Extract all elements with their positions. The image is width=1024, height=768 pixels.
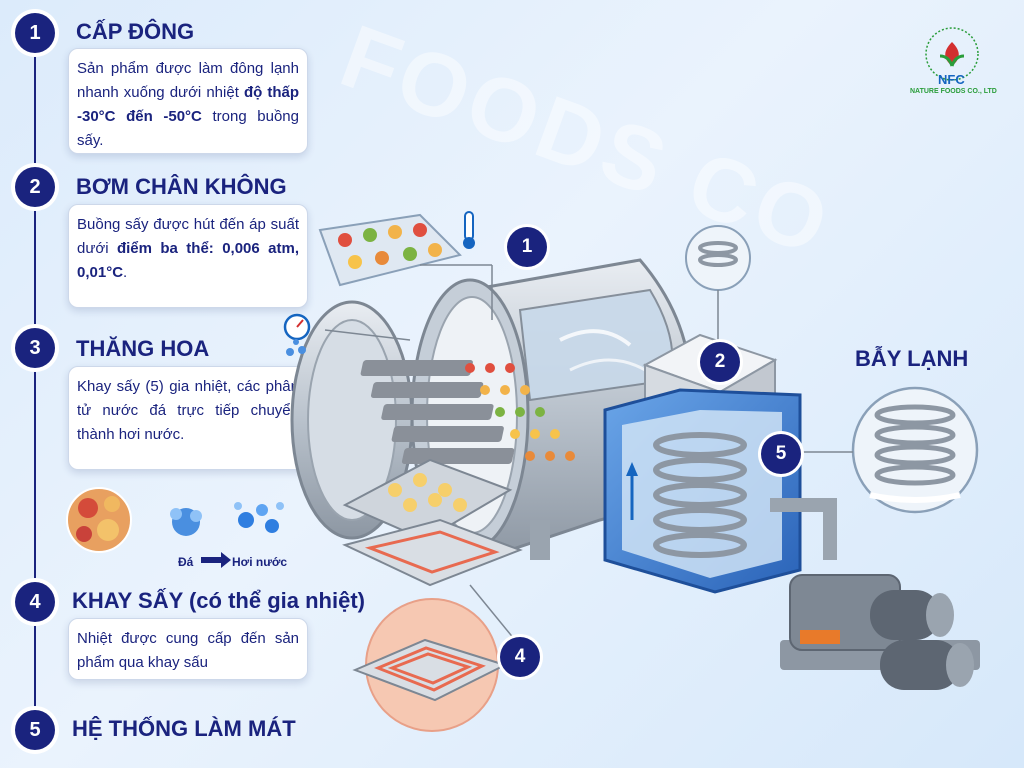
step-3-card: Khay sấy (5) gia nhiệt, các phân tử nước… (68, 366, 308, 470)
logo-name: NATURE FOODS CO., LTD (910, 88, 997, 95)
ice-label: Đá (178, 555, 194, 569)
heating-tray (342, 518, 523, 587)
step-4-text: Nhiệt được cung cấp đến sản phẩm qua kha… (77, 630, 299, 671)
step-2-title: BƠM CHÂN KHÔNG (76, 174, 287, 199)
vacuum-pipe (770, 498, 837, 560)
step-1-title: CẤP ĐÔNG (76, 19, 195, 44)
step-1-text-end: trong buồng sấy. (77, 108, 299, 149)
diagram-badge-4: 4 (500, 637, 540, 677)
step-2-highlight: điểm ba thể: 0,006 atm, 0,01°C (77, 240, 299, 281)
thermometer-icon (464, 211, 474, 241)
diagram-badge-1: 1 (507, 227, 547, 267)
step-1-badge: 1 (15, 13, 55, 53)
step-1-text: Sản phẩm được làm đông lạnh nhanh xuống … (77, 60, 299, 101)
step-2-text-end: . (123, 264, 128, 281)
step-4-badge: 4 (15, 582, 55, 622)
cold-trap-title: BẪY LẠNH (855, 346, 969, 371)
diagram-badge-5: 5 (761, 434, 801, 474)
step-4-number: 4 (29, 590, 41, 613)
pulled-tray (342, 458, 513, 542)
step-1-card: Sản phẩm được làm đông lạnh nhanh xuống … (68, 48, 308, 154)
step-3-badge: 3 (15, 328, 55, 368)
step-4-card: Nhiệt được cung cấp đến sản phẩm qua kha… (68, 618, 308, 680)
timeline-line (34, 30, 36, 730)
cold-trap-coil (653, 432, 747, 558)
drying-trays (360, 360, 575, 464)
coil-zoom (685, 225, 751, 291)
diagram-badge-2: 2 (700, 342, 740, 382)
step-2-card: Buồng sấy được hút đến áp suất dưới điểm… (68, 204, 308, 308)
step-2-text: Buồng sấy được hút đến áp suất dưới (77, 216, 299, 257)
step-3-number: 3 (29, 336, 41, 359)
ice-to-vapor-illustration (66, 487, 284, 568)
step-2-badge: 2 (15, 167, 55, 207)
step-3-title: THĂNG HOA (76, 336, 210, 361)
step-2-number: 2 (29, 175, 41, 198)
company-logo (925, 27, 979, 81)
step-5-title: HỆ THỐNG LÀM MÁT (72, 716, 296, 741)
step-5-badge: 5 (15, 710, 55, 750)
step-1-number: 1 (29, 21, 41, 44)
logo-short: NFC (938, 72, 965, 87)
step-1-highlight: độ thấp -30°C đến -50°C (77, 84, 299, 125)
vacuum-pump (780, 574, 980, 690)
step-3-text: Khay sấy (5) gia nhiệt, các phân tử nước… (77, 378, 299, 443)
vapor-label: Hơi nước (232, 555, 288, 569)
step-5-number: 5 (29, 718, 41, 741)
step-4-title: KHAY SẤY (có thể gia nhiệt) (72, 588, 365, 613)
